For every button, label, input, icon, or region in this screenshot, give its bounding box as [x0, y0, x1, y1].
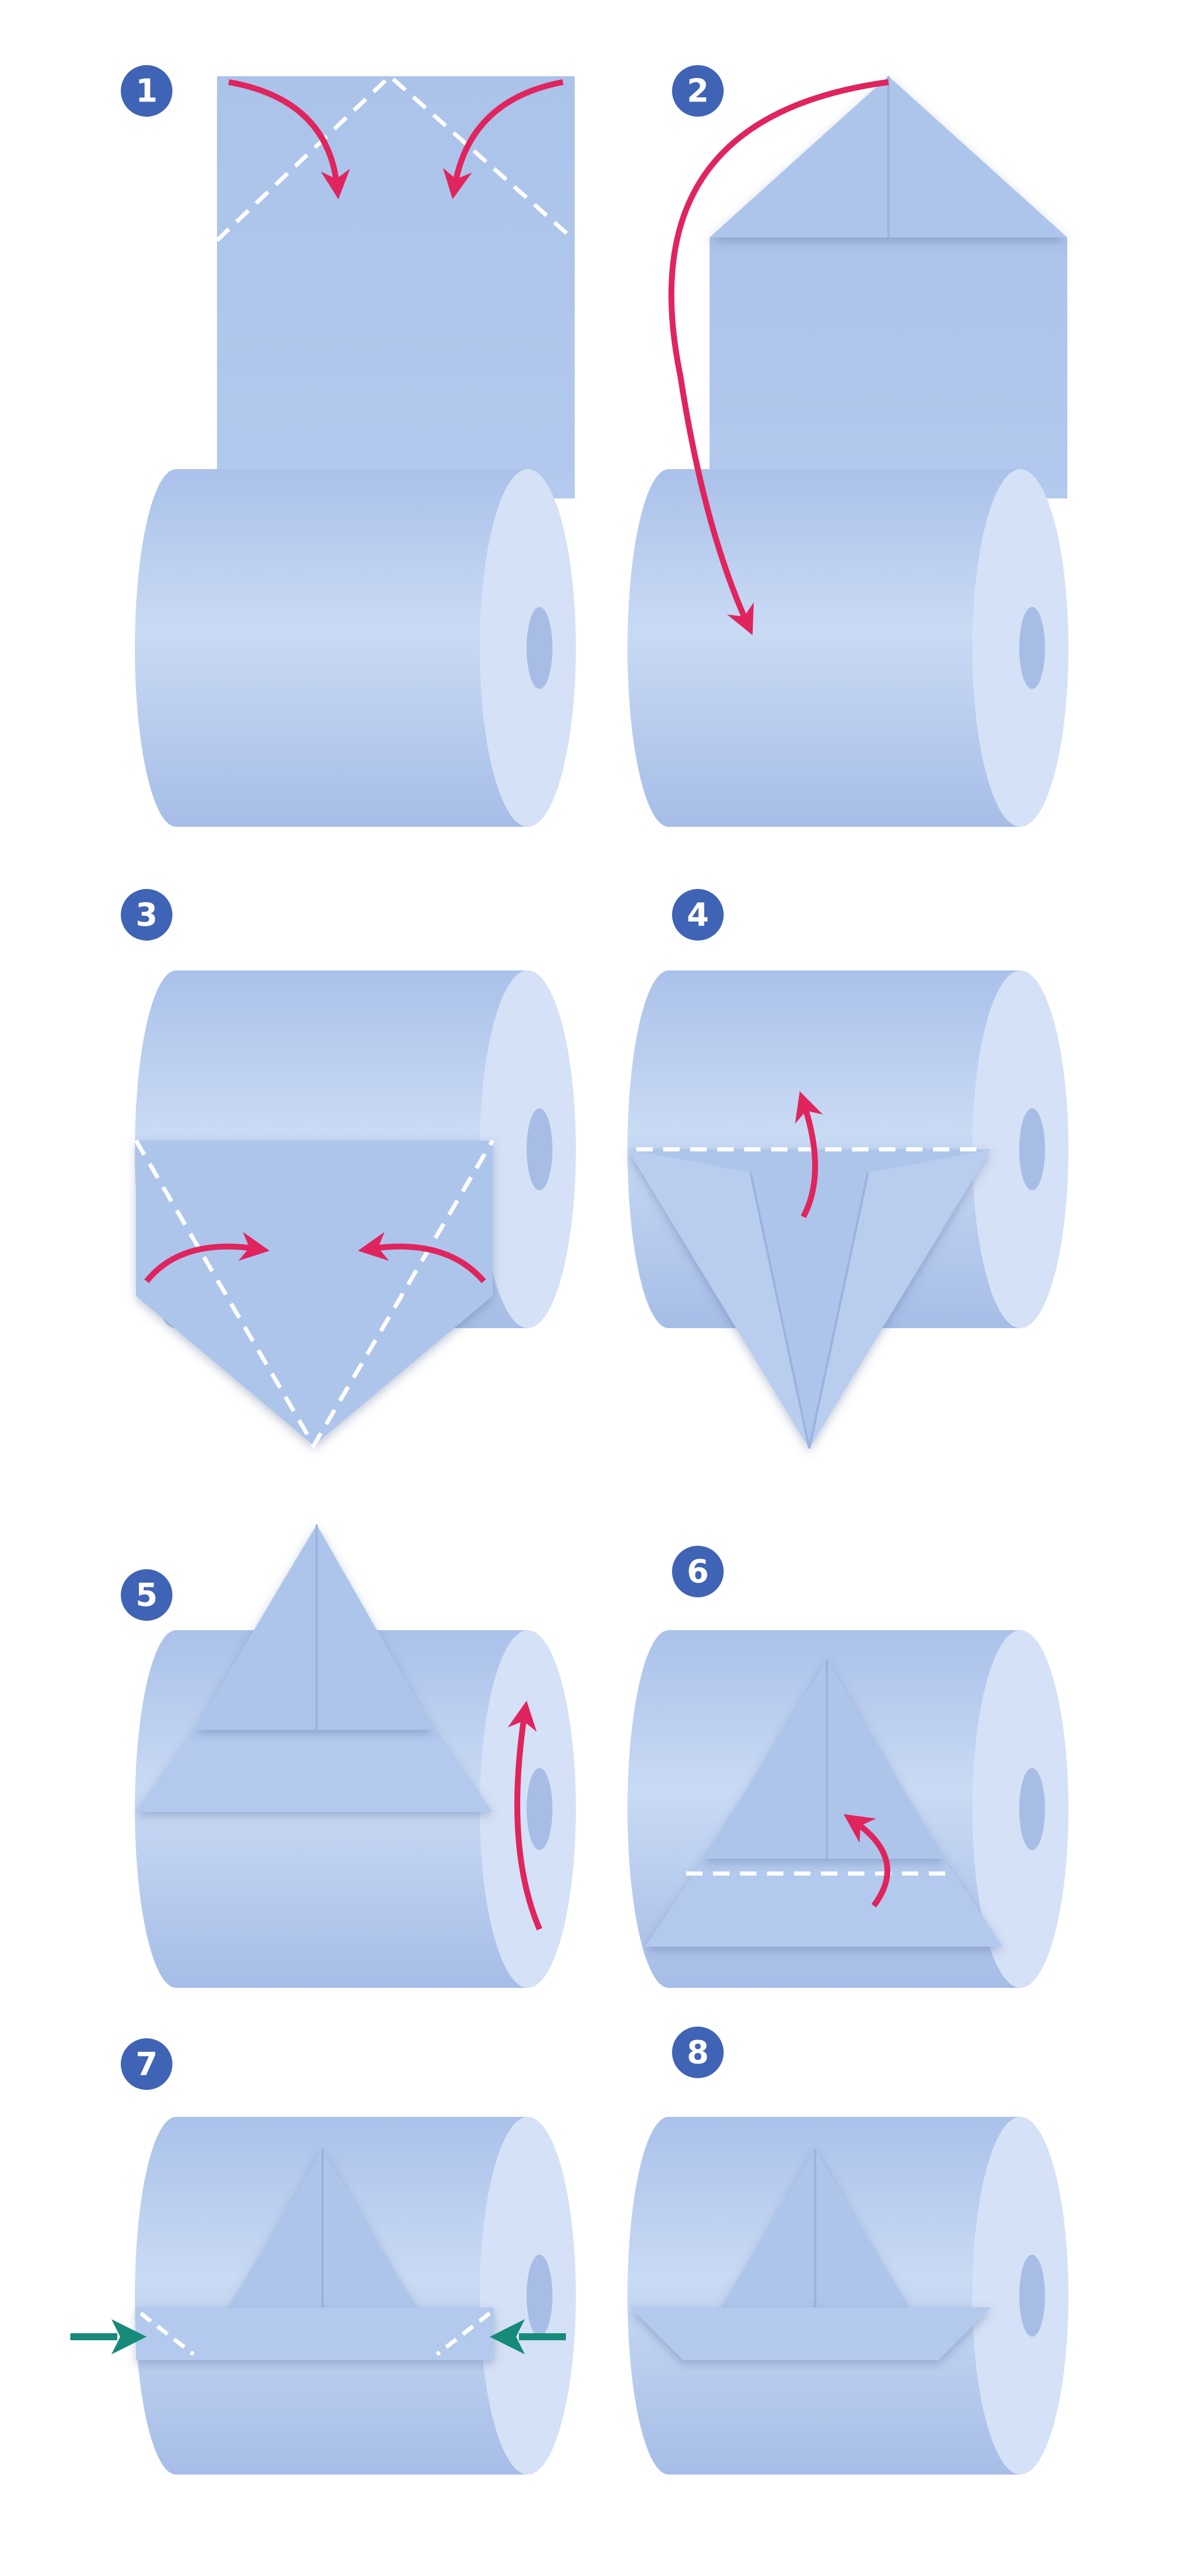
- step-number-label: 6: [687, 1553, 709, 1590]
- step-number-label: 2: [687, 73, 709, 110]
- step-8: 8: [627, 2027, 1068, 2475]
- step-number-label: 3: [135, 897, 158, 934]
- fold-arrow: [668, 79, 889, 636]
- step-1: 1: [121, 65, 576, 827]
- push-arrow-right: [490, 2319, 566, 2354]
- step-5: 5: [121, 1525, 576, 1988]
- step-6: 6: [627, 1546, 1068, 1988]
- step-number-label: 1: [135, 73, 158, 110]
- step-badge: 7: [121, 2038, 172, 2090]
- toilet-roll: [627, 469, 1068, 827]
- fold-line: [134, 1139, 495, 1450]
- fold-arrow: [843, 1814, 891, 1908]
- step-badge: 3: [121, 889, 172, 941]
- boat-band: [136, 1730, 493, 1812]
- step-number-label: 5: [135, 1577, 158, 1614]
- paper-flap: [136, 1141, 493, 1445]
- paper-sheet: [217, 76, 575, 498]
- step-badge: 6: [672, 1546, 724, 1597]
- fold-arrow: [144, 1231, 270, 1284]
- fold-line: [435, 2312, 491, 2356]
- folded-flap-left: [627, 1149, 809, 1448]
- step-number-label: 7: [135, 2046, 158, 2083]
- fold-arrow: [358, 1231, 486, 1284]
- fold-line: [139, 2312, 195, 2356]
- boat-sail: [704, 1659, 944, 1859]
- boat-hull: [136, 2307, 494, 2360]
- step-number-label: 8: [687, 2034, 709, 2071]
- paper-sheet: [710, 237, 1067, 498]
- step-badge: 2: [672, 65, 724, 117]
- folded-flap-right: [809, 1149, 991, 1448]
- step-badge: 4: [672, 889, 724, 941]
- step-badge: 5: [121, 1569, 172, 1621]
- toilet-roll: [135, 469, 576, 827]
- step-4: 4: [627, 889, 1068, 1449]
- push-arrow-left: [70, 2319, 147, 2354]
- step-number-label: 4: [687, 897, 709, 934]
- boat-hull: [630, 2307, 991, 2360]
- step-badge: 1: [121, 65, 172, 117]
- roll-arrow: [507, 1701, 542, 1930]
- step-7: 7: [70, 2038, 576, 2475]
- step-3: 3: [121, 889, 576, 1450]
- boat-band: [645, 1859, 1003, 1947]
- fold-arrow: [228, 79, 350, 199]
- crease: [808, 1172, 869, 1449]
- fold-arrow: [443, 79, 564, 199]
- fold-arrow: [795, 1091, 823, 1219]
- boat-sail: [195, 1525, 434, 1730]
- crease: [749, 1172, 810, 1449]
- step-2: 2: [627, 65, 1068, 827]
- step-badge: 8: [672, 2027, 724, 2078]
